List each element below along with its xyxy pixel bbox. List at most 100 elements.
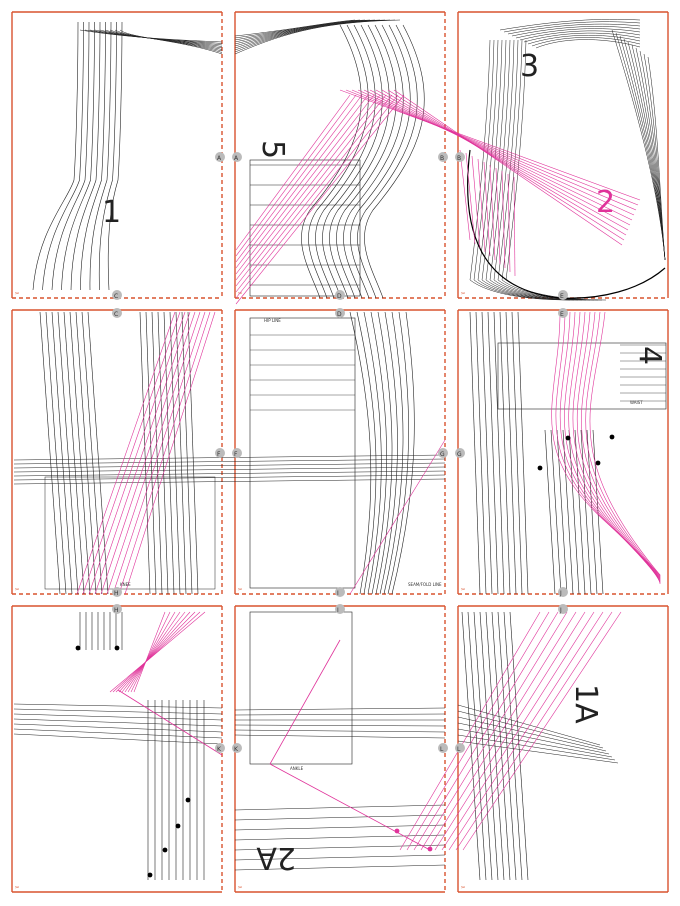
leg-line-mid xyxy=(370,311,387,595)
label-knee-left: KNEE xyxy=(120,582,131,587)
cut-mark-icon: ✂ xyxy=(238,885,242,891)
marker-i2: I xyxy=(335,604,345,614)
notch-dot xyxy=(147,872,153,878)
pink-r3-long xyxy=(117,689,223,756)
piece-label-2a: 2A xyxy=(256,840,296,875)
piece4-pink xyxy=(585,311,661,584)
notch-dots xyxy=(75,434,615,878)
crotch-curve xyxy=(467,149,666,299)
piece2-diag xyxy=(235,94,381,281)
piece-side-seam xyxy=(336,24,397,299)
marker-d: D xyxy=(335,290,345,300)
svg-text:L: L xyxy=(440,746,444,753)
knee-line xyxy=(13,470,446,477)
leg-line-r xyxy=(511,311,523,595)
page-grid: ✂✂✂✂✂✂✂✂✂ xyxy=(11,11,669,893)
leg-1a xyxy=(461,611,481,881)
svg-text:I: I xyxy=(337,590,339,597)
pink-r3 xyxy=(118,611,191,693)
pink-r3 xyxy=(109,611,206,693)
piece3-right xyxy=(631,44,666,261)
svg-text:C: C xyxy=(114,311,118,318)
pink-r3 xyxy=(112,611,201,693)
piece1-line xyxy=(89,21,112,291)
piece2-line xyxy=(375,89,629,231)
pink-2a-up xyxy=(269,639,341,765)
waist-line xyxy=(119,29,223,55)
center-rect xyxy=(249,317,356,589)
svg-text:K: K xyxy=(217,746,222,753)
hem-line-m xyxy=(234,713,446,716)
piece-side-seam xyxy=(329,24,390,299)
piece3-top xyxy=(535,39,641,49)
marker-b: B xyxy=(438,152,448,162)
leg-line-left xyxy=(39,311,61,595)
piece3-right xyxy=(627,41,666,261)
pink-leg-line xyxy=(100,311,196,595)
piece2-line xyxy=(339,89,641,201)
piece3-line xyxy=(473,39,575,301)
leg-1a xyxy=(473,611,493,881)
svg-text:C: C xyxy=(114,293,118,300)
marker-f2: F xyxy=(232,448,242,458)
piece1-line xyxy=(98,21,117,291)
piece-side-seam xyxy=(364,24,425,299)
piece4-pink xyxy=(589,311,661,584)
piece1-line xyxy=(80,21,106,291)
hem-line-l xyxy=(13,733,223,745)
piece3-right xyxy=(647,56,666,261)
svg-text:H: H xyxy=(114,607,119,614)
leg-line-mid xyxy=(356,311,377,595)
piece1-line xyxy=(51,21,90,291)
piece2-diag xyxy=(235,94,369,269)
piece4-pink xyxy=(559,311,661,578)
leg-line-right xyxy=(181,311,193,595)
pink-1a xyxy=(434,611,586,851)
piece3-line xyxy=(485,39,587,301)
cut-mark-icon: ✂ xyxy=(15,291,19,297)
pink-1a xyxy=(413,611,559,851)
cut-mark-icon: ✂ xyxy=(15,587,19,593)
piece2-edge xyxy=(501,170,506,269)
piece5-rect xyxy=(249,159,361,297)
piece2-edge xyxy=(489,164,496,261)
leg-line-right xyxy=(145,311,157,595)
svg-text:K: K xyxy=(234,746,239,753)
hem-line-m2 xyxy=(234,804,446,811)
cut-mark-icon: ✂ xyxy=(15,885,19,891)
piece2-line xyxy=(363,89,633,221)
marker-j2: J xyxy=(558,604,568,614)
piece3-top xyxy=(519,30,641,41)
piece3-line xyxy=(489,39,591,301)
hem-line-l xyxy=(13,728,223,739)
waist-line-p2 xyxy=(234,19,356,37)
piece2-edge xyxy=(465,152,476,245)
piece-label-5: 5 xyxy=(255,140,290,159)
leg-1a xyxy=(497,611,517,881)
piece2-diag xyxy=(235,94,351,251)
piece-side-seam xyxy=(343,24,404,299)
svg-text:D: D xyxy=(337,293,342,300)
marker-k2: K xyxy=(232,743,242,753)
pink-1a xyxy=(420,611,568,851)
pink-r3 xyxy=(133,611,166,693)
pink-r3 xyxy=(124,611,181,693)
leg-line-mid xyxy=(387,311,409,595)
piece3-line xyxy=(469,39,571,301)
piece2-diag xyxy=(235,94,405,305)
piece3-top xyxy=(515,28,641,39)
piece2-line xyxy=(381,89,627,236)
notch-dot xyxy=(175,823,181,829)
piece-labels: 1 3 2 5 4 1A 2A xyxy=(102,49,667,875)
marker-c2: C xyxy=(112,308,122,318)
piece3-top xyxy=(503,21,641,33)
marker-f: F xyxy=(215,448,225,458)
waist-line-p2 xyxy=(234,19,401,55)
piece2-edge xyxy=(471,155,481,249)
svg-text:G: G xyxy=(440,451,445,458)
piece-side-seam xyxy=(308,24,369,299)
waist-line-p2 xyxy=(234,19,391,51)
marker-e: E xyxy=(558,290,568,300)
piece-label-1: 1 xyxy=(102,195,121,230)
piece3-line xyxy=(477,39,579,301)
